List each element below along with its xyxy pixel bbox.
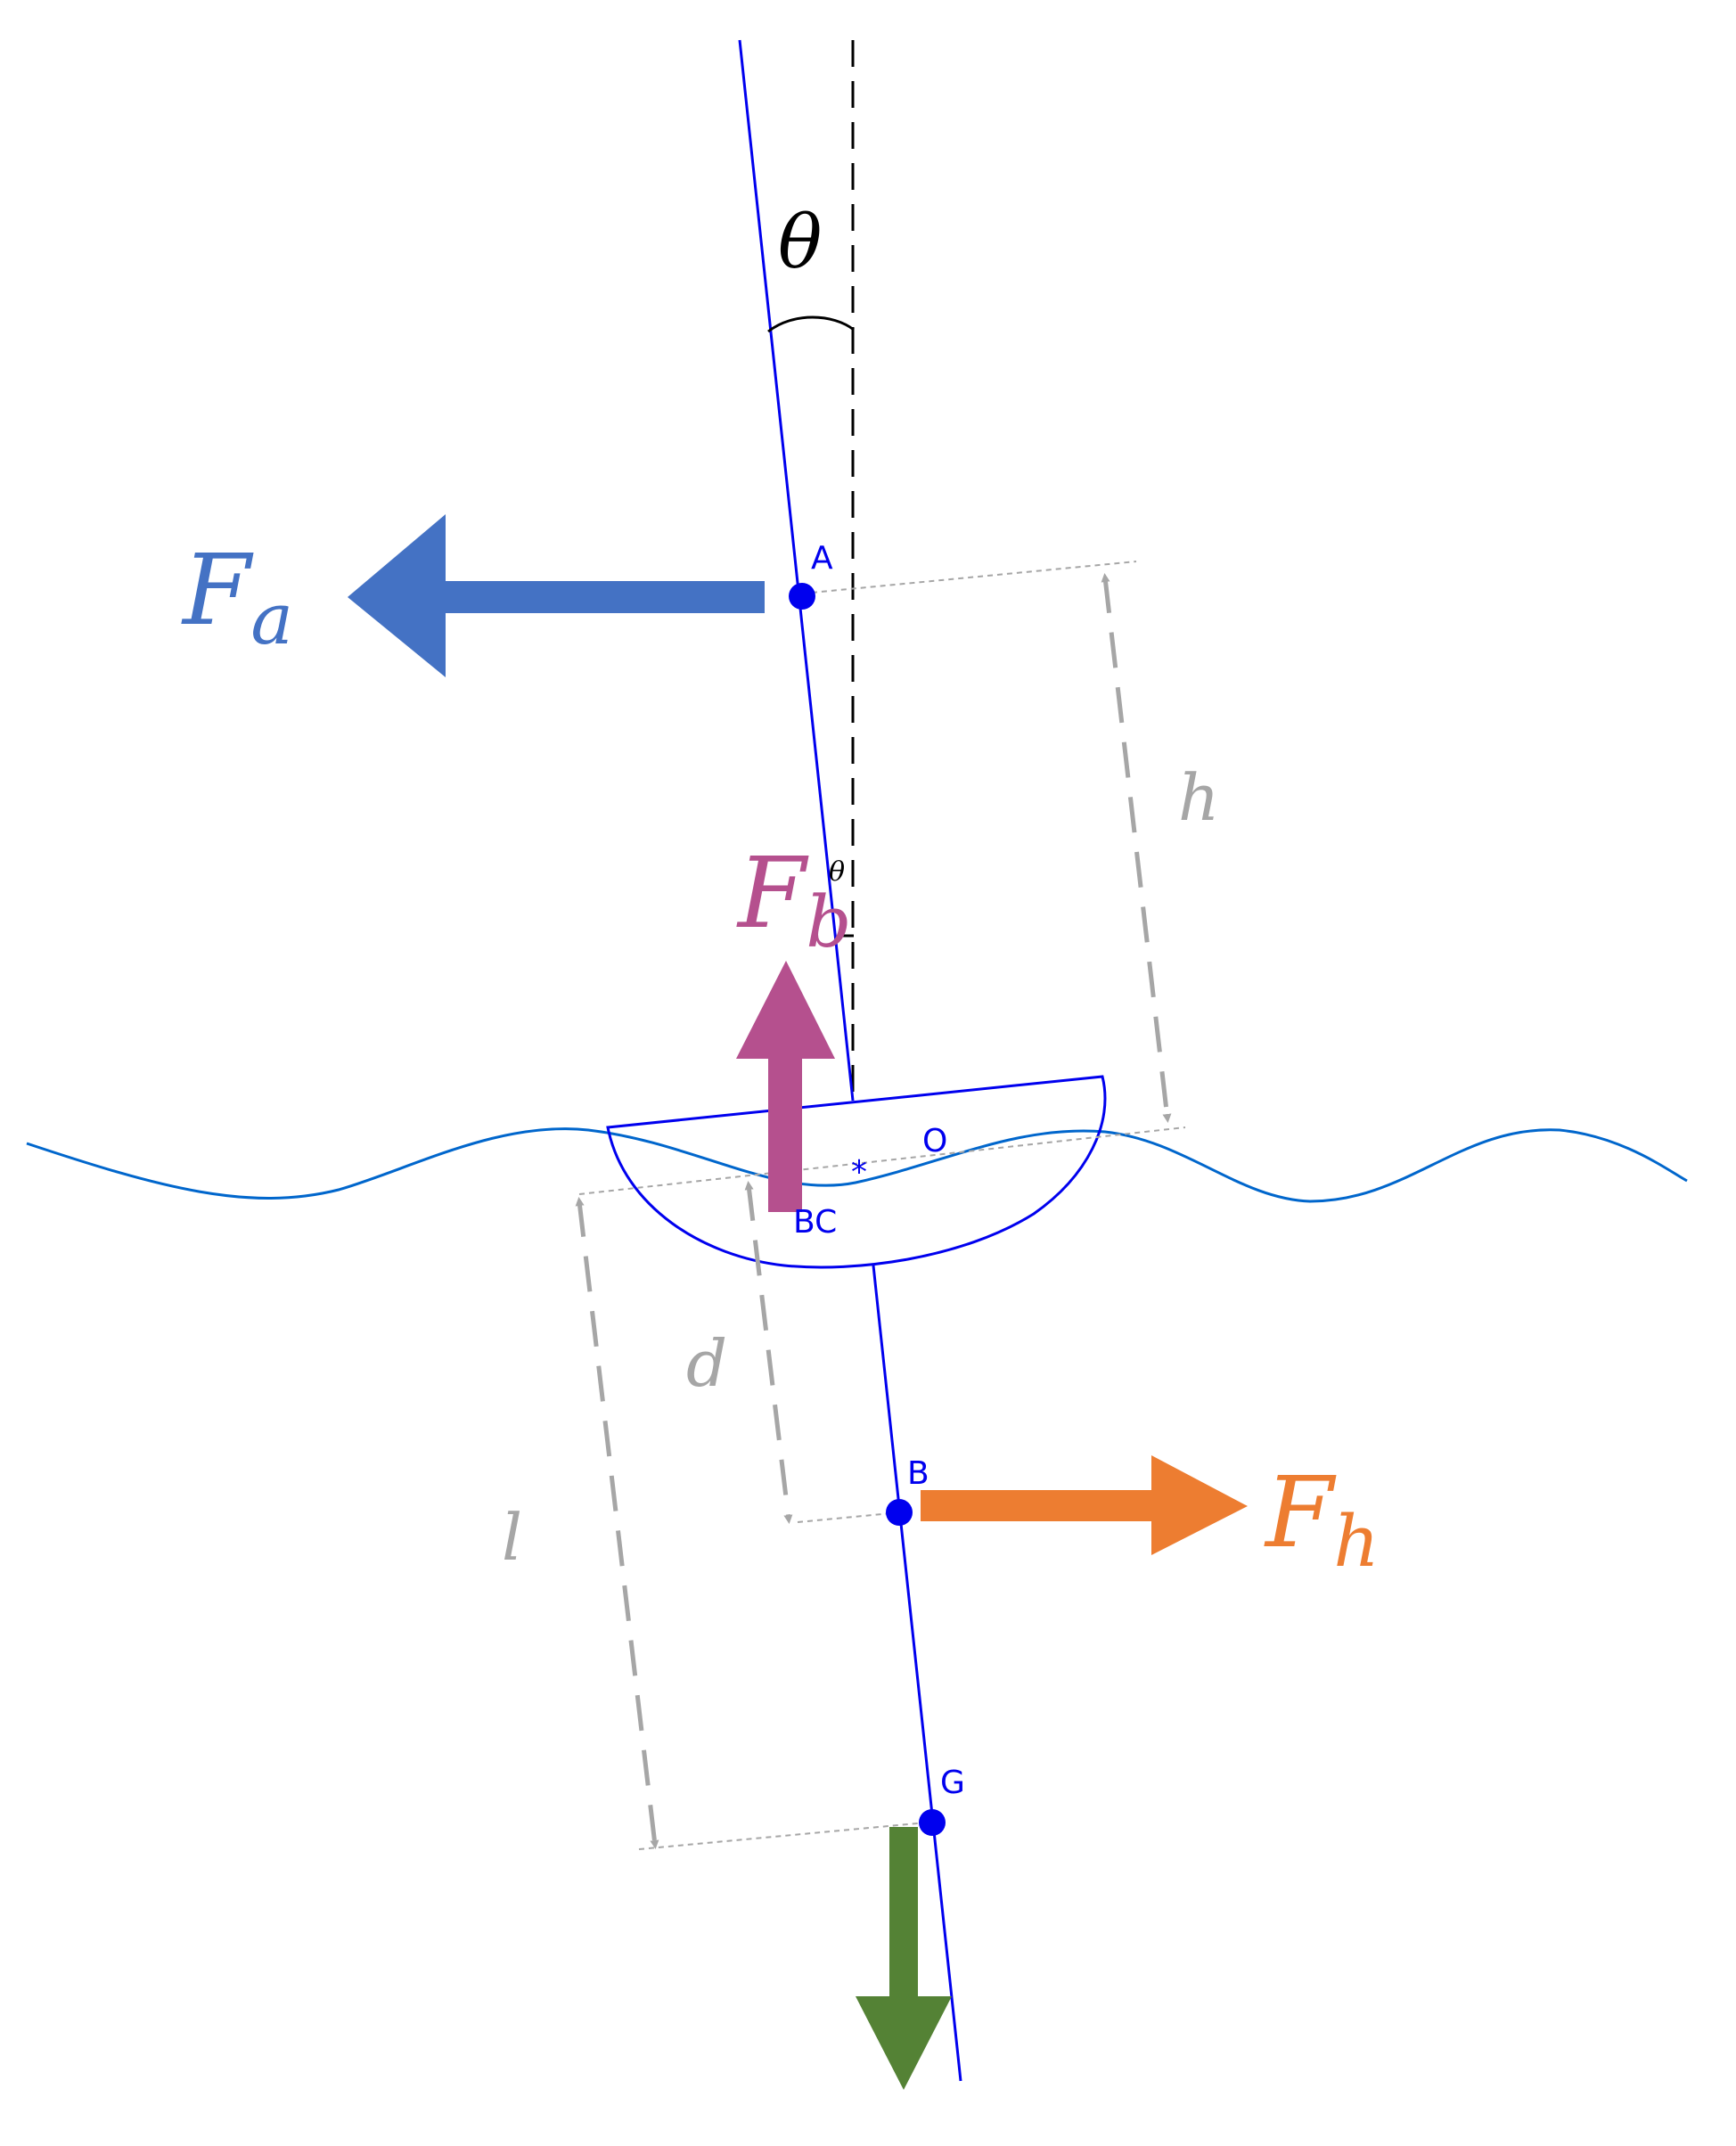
dimension-d-label: d [686,1326,727,1401]
helper-line-g [638,1822,928,1850]
theta-label: θ [778,201,822,285]
point-b-label: B [907,1455,929,1492]
point-g-label: G [940,1765,965,1801]
force-buoyancy-arrow [736,961,835,1212]
point-o-label: O [922,1123,947,1159]
helper-line-b [797,1512,892,1523]
point-g-dot [919,1809,946,1836]
theta-arc [767,315,855,333]
helper-line-o [578,1126,1186,1195]
force-buoyancy-label: Fb [736,836,852,963]
helper-line-a [801,561,1137,594]
force-aero-arrow [348,514,765,677]
force-hydro-arrow [921,1455,1248,1555]
center-asterisk-icon: * [851,1154,867,1191]
point-b-dot [886,1499,913,1526]
keel-line [872,1265,962,2082]
dimension-d-arrow [744,1181,793,1524]
theta-small-label: θ [829,856,845,888]
point-bc-label: BC [793,1204,837,1241]
dimension-l-label: l [502,1500,522,1575]
water-surface [26,1127,1688,1203]
mast-line [738,39,855,1102]
force-hydro-label: Fh [1264,1455,1380,1583]
force-gravity-arrow [856,1827,952,2090]
dimension-h-arrow [1101,573,1172,1123]
point-a-label: A [811,540,833,577]
dimension-h-label: h [1178,760,1219,835]
point-a-dot [789,583,815,610]
force-aero-label: Fa [181,533,293,660]
hull [606,1075,1107,1269]
dimension-l-arrow [575,1197,659,1849]
